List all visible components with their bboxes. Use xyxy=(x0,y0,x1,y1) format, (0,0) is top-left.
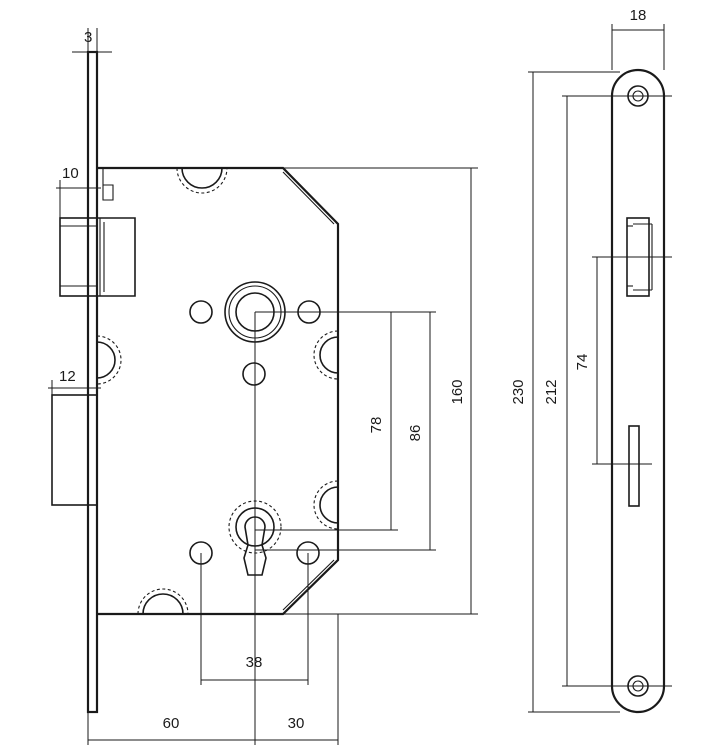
dim-212: 212 xyxy=(543,379,560,404)
case-bosses xyxy=(96,167,339,615)
side-faceplate xyxy=(86,50,99,714)
front-faceplate xyxy=(610,68,666,714)
dim-74: 74 xyxy=(574,354,591,371)
dimension-lines-side xyxy=(48,51,476,745)
dim-30: 30 xyxy=(288,715,305,732)
dim-60: 60 xyxy=(163,715,180,732)
dim-12: 12 xyxy=(59,368,76,385)
dimension-lines-front xyxy=(528,24,672,713)
dimension-labels: 3 10 12 160 78 86 38 60 30 18 230 212 74 xyxy=(59,7,646,732)
dim-10: 10 xyxy=(62,165,79,182)
lock-case xyxy=(97,166,340,616)
dim-160: 160 xyxy=(449,379,466,404)
dim-86: 86 xyxy=(407,425,424,442)
dead-bolt xyxy=(51,394,98,506)
dim-3: 3 xyxy=(84,29,92,46)
dim-230: 230 xyxy=(510,379,527,404)
dim-38: 38 xyxy=(246,654,263,671)
latch-bolt xyxy=(59,217,136,297)
extension-lines xyxy=(51,28,478,745)
dim-78: 78 xyxy=(368,417,385,434)
dim-18: 18 xyxy=(630,7,647,24)
